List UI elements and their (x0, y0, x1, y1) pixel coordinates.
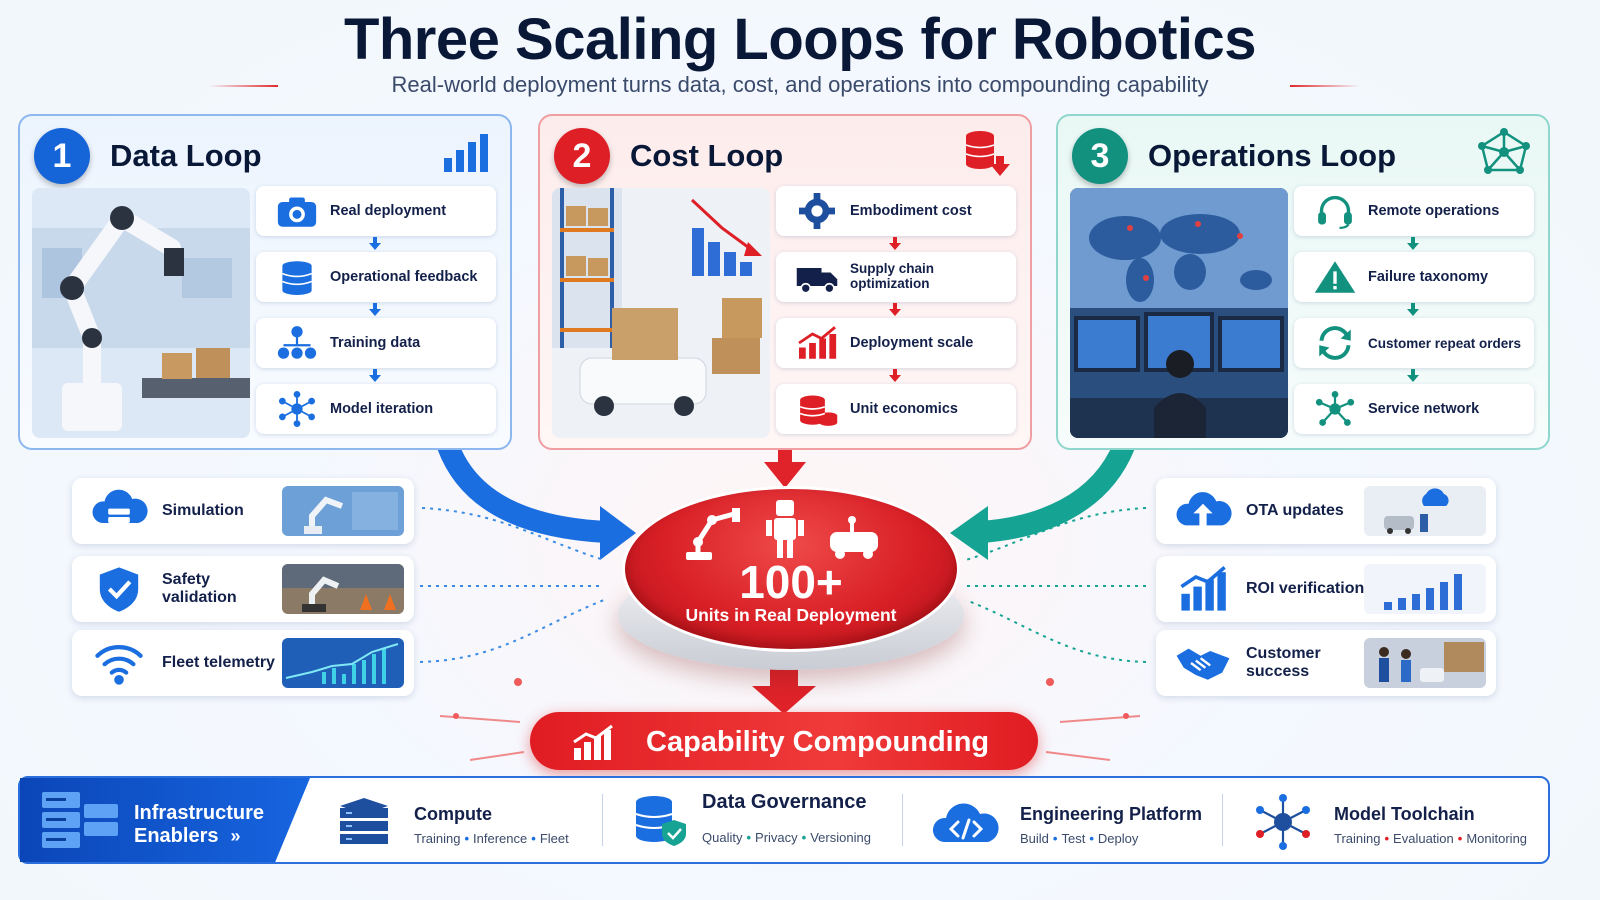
capability-arrow (752, 686, 816, 714)
truck-icon (796, 268, 838, 294)
operations-loop-number: 3 (1072, 128, 1128, 184)
operations-loop-panel: 3 Operations Loop Remote operations Fail… (1056, 114, 1550, 450)
capability-banner (530, 712, 1038, 770)
card-simulation: Simulation (72, 478, 414, 544)
camera-icon (277, 197, 317, 227)
data-loop-arrow (437, 435, 617, 543)
growth-chart-icon (1180, 566, 1226, 611)
data-step-model-iteration: Model iteration (256, 384, 496, 434)
growth-chart-icon (573, 724, 613, 760)
telemetry-thumbnail (282, 638, 404, 688)
card-roi-verification: ROI verification (1156, 556, 1496, 622)
cloud-code-icon (932, 803, 999, 842)
cost-step-embodiment-cost: Embodiment cost (776, 186, 1016, 250)
hub-icon (1315, 391, 1355, 426)
humanoid-icon (766, 500, 804, 558)
data-loop-panel: 1 Data Loop Real deployment Operational … (18, 114, 512, 450)
cost-loop-arrow (764, 462, 806, 488)
shield-check-icon (99, 567, 139, 612)
cost-loop-title: Cost Loop (630, 138, 784, 173)
card-safety-validation: Safety validation (72, 556, 414, 622)
page-subtitle: Real-world deployment turns data, cost, … (391, 72, 1209, 97)
operations-loop-title: Operations Loop (1148, 138, 1396, 173)
refresh-icon (1319, 326, 1351, 360)
enabler-engineering-platform: Engineering Platform Build•Test•Deploy (1020, 804, 1203, 846)
card-customer-success: Customer success (1156, 630, 1496, 696)
database-icon (282, 261, 312, 295)
compute-server-icon (340, 798, 388, 844)
safety-thumbnail (282, 564, 404, 614)
bar-chart-icon (444, 134, 488, 172)
compute-subs: Training•Inference•Fleet (414, 831, 569, 846)
cost-loop-panel: 2 Cost Loop Embodiment cost Supply chain… (538, 114, 1032, 450)
neural-net-icon (1256, 794, 1310, 850)
coins-icon (799, 395, 838, 426)
enabler-model-toolchain: Model Toolchain Training•Evaluation•Moni… (1334, 804, 1528, 846)
ops-step-customer-repeat-orders: Customer repeat orders (1294, 318, 1534, 382)
data-step-training-data: Training data (256, 318, 496, 382)
robot-arm-photo (32, 188, 250, 438)
card-ota-updates: OTA updates (1156, 478, 1496, 544)
data-step-real-deployment: Real deployment (256, 186, 496, 250)
network-icon (1478, 128, 1530, 174)
warning-icon (1314, 261, 1356, 293)
wifi-icon (95, 645, 143, 685)
ops-step-failure-taxonomy: Failure taxonomy (1294, 252, 1534, 316)
page-title: Three Scaling Loops for Robotics (343, 7, 1257, 72)
model-toolchain-subs: Training•Evaluation•Monitoring (1334, 831, 1528, 846)
card-fleet-telemetry: Fleet telemetry (72, 630, 414, 696)
database-shield-icon (635, 796, 686, 846)
engineering-subs: Build•Test•Deploy (1020, 831, 1139, 846)
ota-thumbnail (1364, 486, 1486, 536)
subtitle-line-left (208, 85, 278, 87)
warehouse-robot-photo (552, 188, 770, 438)
ops-step-remote-operations: Remote operations (1294, 186, 1534, 250)
simulation-thumbnail (282, 486, 404, 536)
cost-down-icon (965, 131, 1010, 176)
customer-success-thumbnail (1364, 638, 1486, 688)
control-room-photo (1070, 188, 1288, 438)
ops-step-service-network: Service network (1294, 384, 1534, 434)
cost-step-supply-chain: Supply chain optimization (776, 252, 1016, 316)
data-step-operational-feedback: Operational feedback (256, 252, 496, 316)
gear-icon (799, 193, 835, 229)
deployment-count: 100+ (739, 556, 843, 608)
cost-step-deployment-scale: Deployment scale (776, 318, 1016, 382)
mobile-robot-icon (830, 516, 878, 559)
capability-label: Capability Compounding (646, 726, 990, 758)
hierarchy-icon (277, 326, 317, 359)
data-governance-subs: Quality•Privacy•Versioning (702, 830, 871, 845)
data-loop-title: Data Loop (110, 138, 262, 173)
neural-net-icon (279, 391, 315, 427)
enabler-data-governance: Data Governance Quality•Privacy•Versioni… (702, 791, 871, 845)
robot-icons (686, 500, 878, 560)
headset-icon (1318, 195, 1352, 229)
cloud-upload-icon (1176, 492, 1232, 528)
infrastructure-title: Infrastructure Enablers» (134, 802, 265, 847)
subtitle-line-right (1290, 85, 1360, 87)
growth-chart-icon (798, 326, 837, 359)
roi-thumbnail (1364, 564, 1486, 614)
data-loop-number: 1 (34, 128, 90, 184)
cost-loop-number: 2 (554, 128, 610, 184)
cost-step-unit-economics: Unit economics (776, 384, 1016, 434)
cloud-server-icon (92, 489, 148, 523)
chevron-right-icon: » (230, 826, 241, 846)
handshake-icon (1176, 648, 1230, 680)
deployment-count-label: Units in Real Deployment (685, 605, 897, 625)
operations-loop-arrow (969, 435, 1135, 543)
enabler-compute: Compute Training•Inference•Fleet (414, 804, 569, 846)
server-rack-icon (42, 792, 118, 848)
